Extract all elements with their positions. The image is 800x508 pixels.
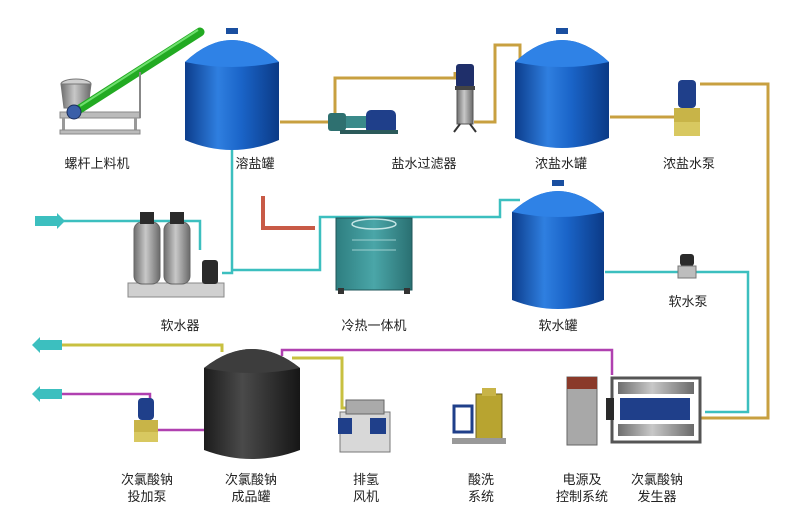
outlet-arrow-product (32, 337, 62, 353)
water-pipes (35, 58, 750, 414)
label-product-tank-line1: 次氯酸钠 (224, 473, 277, 488)
label-brine-filter: 盐水过滤器 (391, 157, 457, 172)
chiller-heater (335, 217, 413, 294)
label-acid-wash-line1: 酸洗 (467, 473, 494, 488)
hydrogen-exhaust-fan (338, 399, 391, 453)
label-generator-line2: 发生器 (637, 490, 677, 505)
label-dosing-pump-line2: 投加泵 (127, 490, 167, 505)
label-acid-wash: 酸洗 系统 (456, 472, 506, 506)
pipe-pump-to-filter (333, 72, 457, 122)
power-control-system (566, 376, 598, 446)
screw-feeder (59, 27, 205, 135)
label-dissolve-tank: 溶盐罐 (235, 157, 275, 172)
pipe-filter-to-conc-tank (474, 43, 522, 124)
brine-pump (328, 110, 398, 134)
label-product-tank: 次氯酸钠 成品罐 (216, 472, 286, 506)
label-dosing-pump-line1: 次氯酸钠 (120, 473, 173, 488)
dissolve-tank (185, 28, 279, 150)
product-pipes (35, 343, 360, 410)
label-acid-wash-line2: 系统 (467, 490, 494, 505)
label-concentrated-brine-pump: 浓盐水泵 (662, 157, 715, 172)
water-softener (127, 212, 225, 298)
pipe-conc-pump-to-generator (700, 82, 770, 420)
outlet-arrow-hydrogen (32, 386, 62, 402)
label-hydrogen-fan: 排氢 风机 (344, 472, 388, 506)
label-product-tank-line2: 成品罐 (231, 490, 271, 505)
label-softener: 软水器 (160, 319, 200, 334)
pipe-softpump-to-generator (688, 270, 750, 414)
label-chiller: 冷热一体机 (341, 319, 407, 334)
acid-wash-system (452, 388, 506, 444)
label-power-control-line2: 控制系统 (555, 490, 608, 505)
hypochlorite-generator (606, 376, 702, 444)
pipe-softener-to-chiller (232, 198, 520, 272)
label-generator-line1: 次氯酸钠 (630, 473, 683, 488)
pipe-inlet-to-softener (35, 219, 202, 250)
label-dosing-pump: 次氯酸钠 投加泵 (112, 472, 182, 506)
pipe-hot-water (261, 196, 315, 230)
brine-filter (453, 64, 477, 133)
label-generator: 次氯酸钠 发生器 (622, 472, 692, 506)
label-soft-water-tank: 软水罐 (538, 319, 578, 334)
label-concentrated-brine-tank: 浓盐水罐 (534, 157, 587, 172)
product-tank (204, 349, 300, 459)
label-power-control: 电源及 控制系统 (544, 472, 620, 506)
label-hydrogen-fan-line1: 排氢 (352, 473, 379, 488)
chlorine-pipes (35, 348, 614, 432)
label-power-control-line1: 电源及 (562, 473, 602, 488)
pipe-product-outlet (35, 343, 224, 352)
brine-pipes (280, 43, 770, 420)
concentrated-brine-tank (515, 28, 609, 148)
label-soft-water-pump: 软水泵 (668, 295, 708, 310)
soft-water-pump (677, 254, 697, 279)
soft-water-tank (512, 180, 604, 309)
label-hydrogen-fan-line2: 风机 (352, 490, 379, 505)
dosing-pump (134, 398, 158, 442)
concentrated-brine-pump (674, 80, 700, 136)
inlet-arrow-water (35, 213, 65, 229)
pipe-generator-to-tank (280, 348, 614, 375)
label-screw-feeder: 螺杆上料机 (64, 157, 130, 172)
